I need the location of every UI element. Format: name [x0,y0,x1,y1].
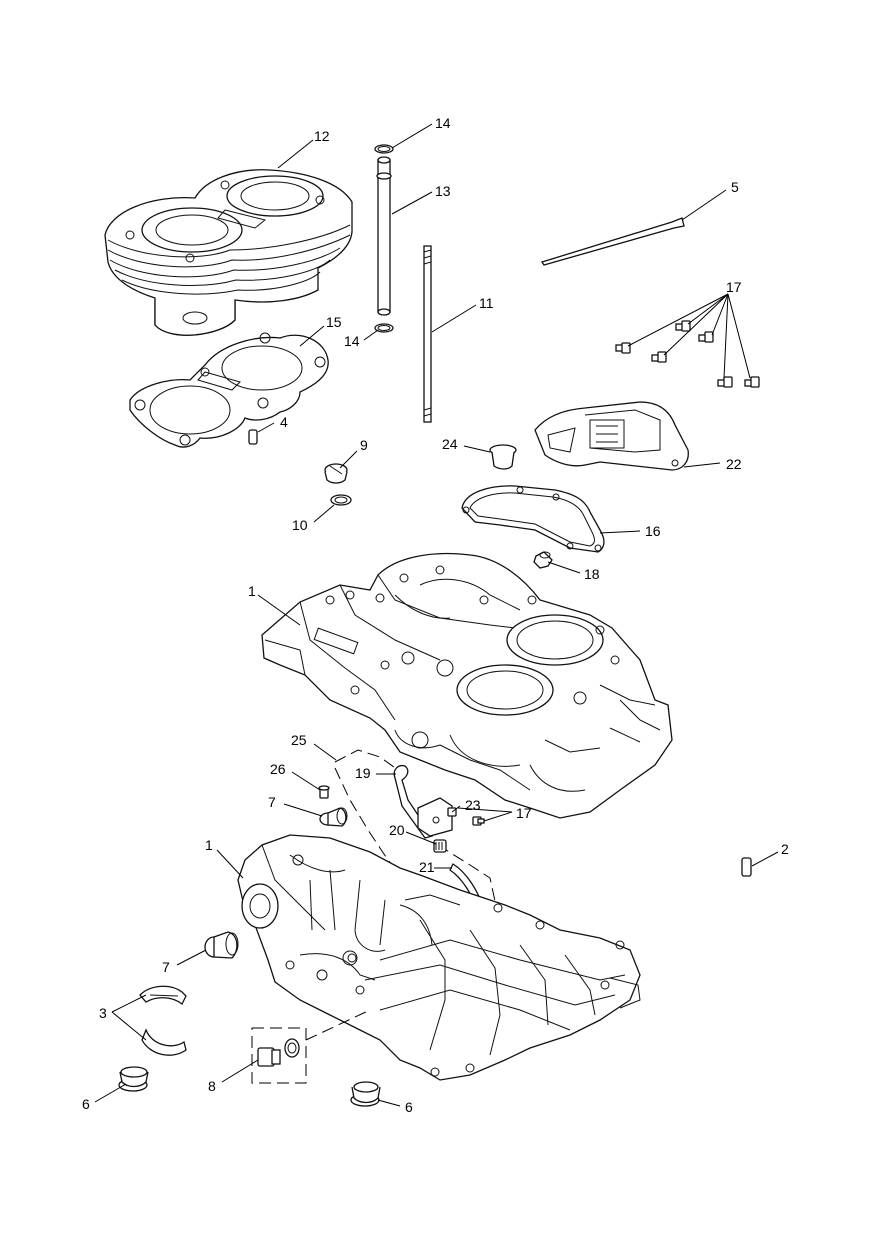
callout-9: 9 [360,437,368,453]
breather-gasket [461,485,605,553]
bolt [698,331,714,343]
callout-14: 14 [344,333,360,349]
spring-20 [433,839,447,853]
callout-7: 7 [162,959,170,975]
callout-20: 20 [389,822,405,838]
leader-lines [94,123,779,1107]
dipstick [540,217,685,266]
bush-7-lower [204,931,239,959]
callout-11: 11 [479,295,494,311]
callout-1: 1 [248,583,256,599]
bolt [615,342,631,354]
base-gasket [129,332,329,448]
callout-22: 22 [726,456,742,472]
pipe-bracket [417,797,453,837]
callout-5: 5 [731,179,739,195]
callout-21: 21 [419,859,435,875]
callout-10: 10 [292,517,308,533]
sump-plug-left [118,1066,149,1092]
callout-15: 15 [326,314,342,330]
lower-crankcase [237,834,641,1081]
breather-fitting [533,551,553,569]
callout-13: 13 [435,183,451,199]
callout-7: 7 [268,794,276,810]
cylinder-block [104,169,353,336]
plug-26 [318,785,330,799]
callout-25: 25 [291,732,307,748]
dowel-pin-small [248,429,258,445]
bolt [717,376,733,388]
bush-7-upper [319,807,348,827]
callout-24: 24 [442,436,458,452]
filler-plug [324,463,348,484]
upper-crankcase [261,552,673,819]
blanking-plug [489,444,517,470]
callout-8: 8 [208,1078,216,1094]
callout-1: 1 [205,837,213,853]
callout-3: 3 [99,1005,107,1021]
callout-14: 14 [435,115,451,131]
callout-23: 23 [465,797,481,813]
breather-cover [534,401,689,471]
callout-labels: 12 14 13 5 17 11 15 14 4 9 24 22 10 16 1… [82,115,789,1115]
callout-6: 6 [82,1096,90,1112]
callout-12: 12 [314,128,330,144]
callout-6: 6 [405,1099,413,1115]
dowel-pin-2 [741,857,752,877]
callout-4: 4 [280,414,288,430]
callout-17: 17 [516,805,532,821]
oil-tube [374,144,394,333]
callout-16: 16 [645,523,661,539]
sump-plug-right [350,1081,381,1107]
callout-19: 19 [355,765,371,781]
bolt [675,320,691,332]
filler-seal [330,494,352,506]
drain-plug-kit [251,1009,371,1084]
callout-26: 26 [270,761,286,777]
bearing-shells [139,985,187,1056]
cylinder-stud [423,245,432,423]
callout-18: 18 [584,566,600,582]
callout-17: 17 [726,279,742,295]
callout-2: 2 [781,841,789,857]
bolt [744,376,760,388]
bolt [651,351,667,363]
bolts-group-17 [615,320,760,388]
